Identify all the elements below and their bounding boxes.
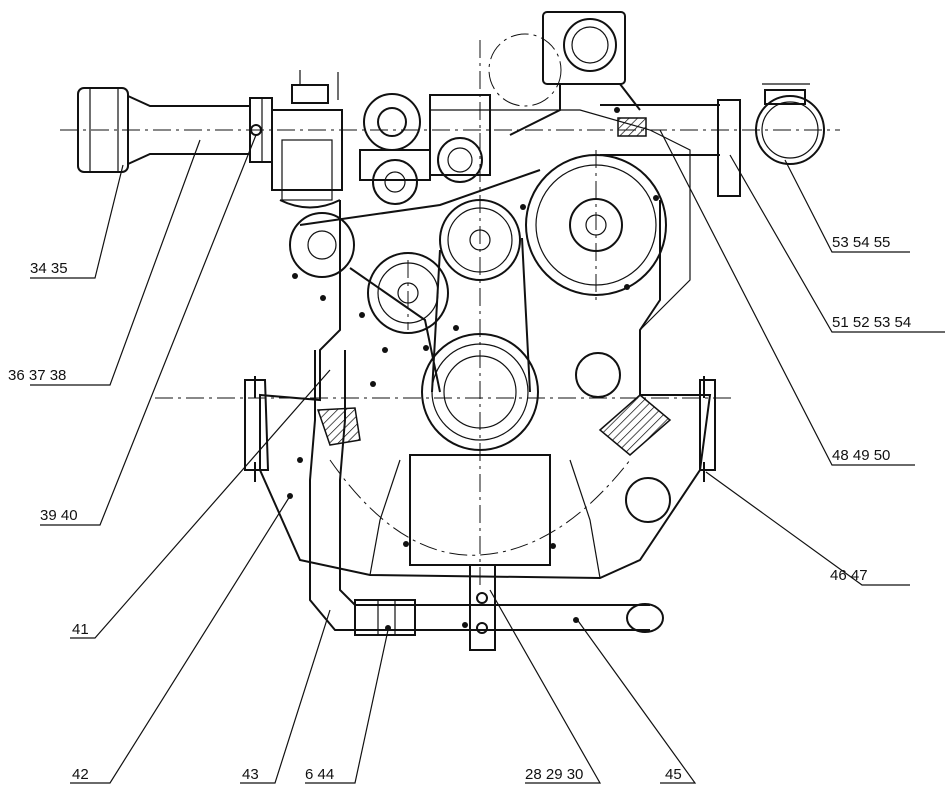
- callout-36-38: 36 37 38: [8, 367, 66, 384]
- drive-belt: [299, 169, 541, 393]
- callout-34-35: 34 35: [30, 260, 68, 277]
- engine-mounts: [244, 376, 716, 482]
- right-intake-pipe: [600, 83, 825, 197]
- callout-labels: 34 35 36 37 38 39 40 41 42 43 6 44 28 29…: [8, 234, 911, 783]
- callout-39-40: 39 40: [40, 507, 78, 524]
- air-intake-pipe: [77, 87, 273, 173]
- callout-42: 42: [72, 766, 89, 783]
- fasteners: [287, 195, 659, 631]
- bottom-pipe: [309, 350, 664, 651]
- callout-46-47: 46 47: [830, 567, 868, 584]
- leader-lines: [30, 129, 945, 784]
- callout-51-54: 51 52 53 54: [832, 314, 911, 331]
- callout-53-55: 53 54 55: [832, 234, 890, 251]
- callout-6-44: 6 44: [305, 766, 334, 783]
- callout-48-50: 48 49 50: [832, 447, 890, 464]
- callout-43: 43: [242, 766, 259, 783]
- callout-28-30: 28 29 30: [525, 766, 583, 783]
- filter-housing: [271, 70, 343, 209]
- pulleys: [289, 154, 671, 523]
- centre-lines: [60, 40, 840, 590]
- callout-45: 45: [665, 766, 682, 783]
- callout-41: 41: [72, 621, 89, 638]
- exhaust-elbow: [488, 11, 641, 136]
- turbocharger: [359, 93, 491, 183]
